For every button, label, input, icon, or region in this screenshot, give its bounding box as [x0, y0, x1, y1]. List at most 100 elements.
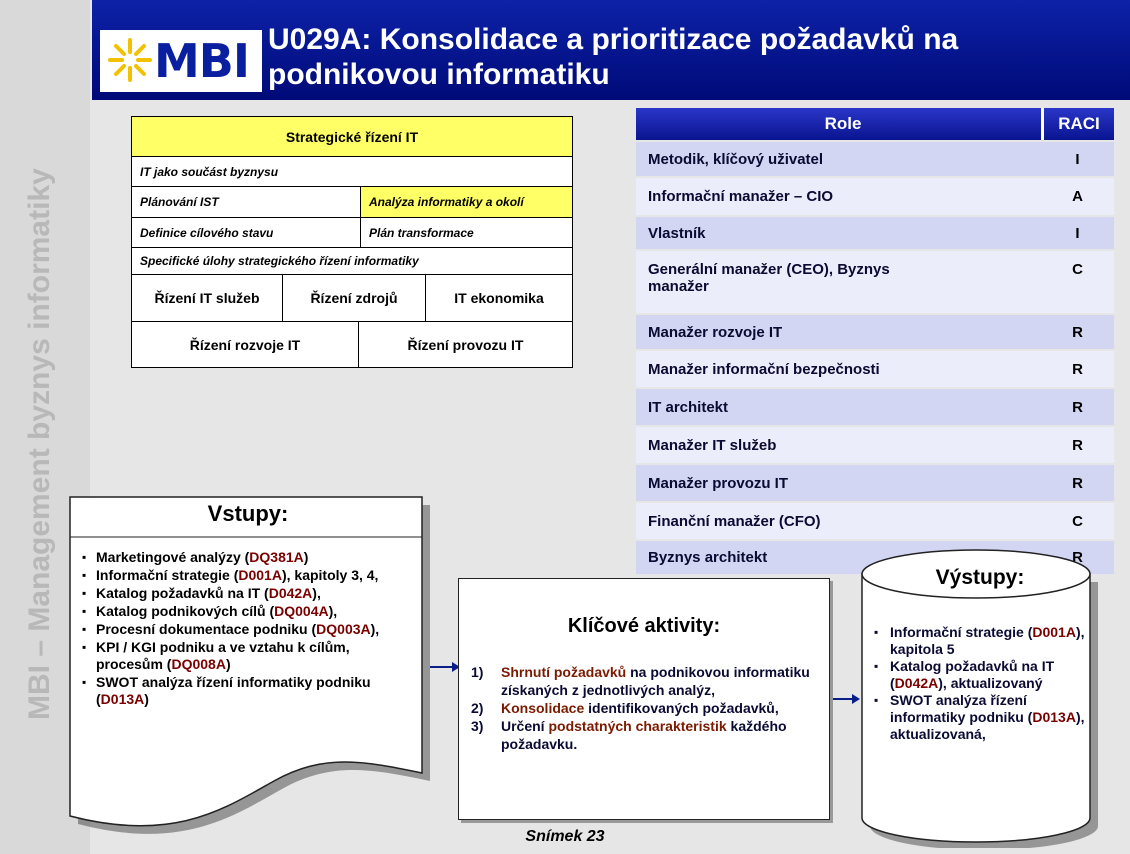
item-code: D001A	[238, 567, 282, 583]
strategic-row: Definice cílového stavu Plán transformac…	[132, 218, 572, 248]
raci-role: Informační manažer – CIO	[648, 188, 834, 205]
strategic-cell: Řízení zdrojů	[282, 275, 425, 321]
item-text: SWOT analýza řízení informatiky podniku …	[890, 692, 1033, 725]
raci-role: Manažer rozvoje IT	[648, 323, 783, 341]
raci-value: A	[1072, 188, 1083, 205]
strategic-cell: Řízení rozvoje IT	[189, 336, 301, 353]
outputs-box: Výstupy: Informační strategie (D001A), k…	[860, 548, 1100, 848]
list-item: Informační strategie (D001A), kapitoly 3…	[80, 567, 415, 584]
list-item: 3) Určení podstatných charakteristik každ…	[471, 717, 821, 753]
list-item: Katalog požadavků na IT (D042A), aktuali…	[872, 658, 1094, 692]
item-text: na podnikovou informatiku získaných z je…	[501, 664, 810, 698]
raci-role: Byznys architekt	[648, 549, 768, 566]
sidebar-vertical-text: MBI – Management byznys informatiky	[23, 168, 56, 720]
item-code: D042A	[894, 675, 939, 691]
item-text-after: )	[144, 691, 149, 707]
item-highlight: Shrnutí požadavků	[501, 664, 627, 680]
item-text: KPI / KGI podniku a ve vztahu k cílům, p…	[96, 639, 350, 672]
raci-value: R	[1072, 398, 1083, 416]
slide-title: U029A: Konsolidace a prioritizace požada…	[268, 23, 959, 91]
raci-row: Manažer provozu IT R	[636, 465, 1114, 501]
strategic-cell: IT ekonomika	[425, 275, 572, 321]
raci-header-raci: RACI	[1041, 108, 1114, 140]
inputs-list: Marketingové analýzy (DQ381A) Informační…	[80, 549, 415, 709]
raci-value: C	[1072, 512, 1083, 530]
raci-row: Finanční manažer (CFO) C	[636, 503, 1114, 539]
key-activities-list: 1) Shrnutí požadavků na podnikovou inform…	[471, 663, 821, 753]
item-text: Procesní dokumentace podniku (	[96, 621, 317, 637]
raci-value: R	[1072, 323, 1083, 341]
item-number: 1)	[471, 664, 484, 680]
item-code: DQ381A	[249, 549, 304, 565]
list-item: Informační strategie (D001A), kapitola 5	[872, 624, 1094, 658]
raci-role: Manažer provozu IT	[648, 474, 789, 492]
raci-row: IT architekt R	[636, 389, 1114, 425]
raci-header-role: Role	[824, 114, 862, 133]
strategic-cell: Plán transformace	[360, 218, 572, 247]
raci-role: Finanční manažer (CFO)	[648, 512, 821, 530]
list-item: Katalog požadavků na IT (D042A),	[80, 585, 415, 602]
raci-value: R	[1072, 436, 1083, 454]
raci-header-row: Role RACI	[636, 108, 1114, 140]
item-text: každého požadavku.	[501, 718, 787, 752]
item-code: DQ004A	[274, 603, 329, 619]
slide-number: Snímek 23	[525, 828, 605, 845]
list-item: SWOT analýza řízení informatiky podniku …	[872, 692, 1094, 743]
raci-role: Metodik, klíčový uživatel	[648, 150, 824, 168]
list-item: Katalog podnikových cílů (DQ004A),	[80, 603, 415, 620]
raci-value: R	[1072, 474, 1083, 492]
item-highlight: Konsolidace	[501, 700, 585, 716]
item-text: Informační strategie (	[890, 624, 1033, 640]
item-text: Určení	[501, 718, 549, 734]
sun-icon	[108, 38, 152, 82]
raci-row: Manažer rozvoje IT R	[636, 315, 1114, 349]
inputs-box: Vstupy: Marketingové analýzy (DQ381A) In…	[68, 495, 432, 850]
item-text-after: ), kapitoly 3, 4,	[281, 567, 379, 583]
arrow-right-icon	[430, 662, 460, 672]
outputs-title: Výstupy:	[935, 566, 1025, 589]
list-item: Procesní dokumentace podniku (DQ003A),	[80, 621, 415, 638]
arrow-right-icon	[828, 694, 860, 704]
strategic-cell: Specifické úlohy strategického řízení in…	[140, 254, 419, 268]
inputs-title: Vstupy:	[207, 501, 289, 526]
raci-role: IT architekt	[648, 398, 729, 416]
item-text-after: )	[303, 549, 309, 565]
strategic-row: Specifické úlohy strategického řízení in…	[132, 248, 572, 275]
item-text: Katalog požadavků na IT (	[890, 658, 1055, 691]
raci-role: Generální manažer (CEO), Byznys manažer	[648, 261, 890, 295]
item-text-after: ),	[370, 621, 380, 637]
item-highlight: podstatných charakteristik	[548, 718, 727, 734]
item-text: Katalog požadavků na IT (	[96, 585, 269, 601]
raci-value: R	[1072, 549, 1083, 566]
strategic-it-table: Strategické řízení IT IT jako součást by…	[131, 116, 573, 368]
raci-role: Manažer informační bezpečnosti	[648, 360, 880, 378]
item-code: D042A	[268, 585, 313, 601]
raci-role: Vlastník	[648, 224, 706, 242]
list-item: 1) Shrnutí požadavků na podnikovou inform…	[471, 663, 821, 699]
item-number: 2)	[471, 700, 484, 716]
item-text: Marketingové analýzy (	[96, 549, 250, 565]
item-text-after: ), aktualizovaný	[938, 675, 1043, 691]
mbi-logo: MBI	[100, 30, 262, 92]
item-text-after: )	[225, 656, 231, 672]
list-item: KPI / KGI podniku a ve vztahu k cílům, p…	[80, 639, 415, 673]
item-number: 3)	[471, 718, 484, 734]
strategic-row: Řízení rozvoje IT Řízení provozu IT	[132, 322, 572, 367]
item-text: identifikovaných požadavků,	[584, 700, 779, 716]
strategic-cell: Řízení provozu IT	[358, 322, 572, 367]
strategic-cell: IT jako součást byznysu	[140, 164, 279, 179]
strategic-cell-highlight: Analýza informatiky a okolí	[360, 187, 572, 217]
strategic-row: Řízení IT služeb Řízení zdrojů IT ekonom…	[132, 275, 572, 322]
item-text-after: ),	[328, 603, 338, 619]
header-bar	[92, 0, 1130, 100]
strategic-row: IT jako součást byznysu	[132, 157, 572, 187]
strategic-row: Plánování IST Analýza informatiky a okol…	[132, 187, 572, 218]
strategic-cell: Plánování IST	[140, 195, 219, 209]
key-activities-title: Klíčové aktivity:	[567, 615, 721, 637]
